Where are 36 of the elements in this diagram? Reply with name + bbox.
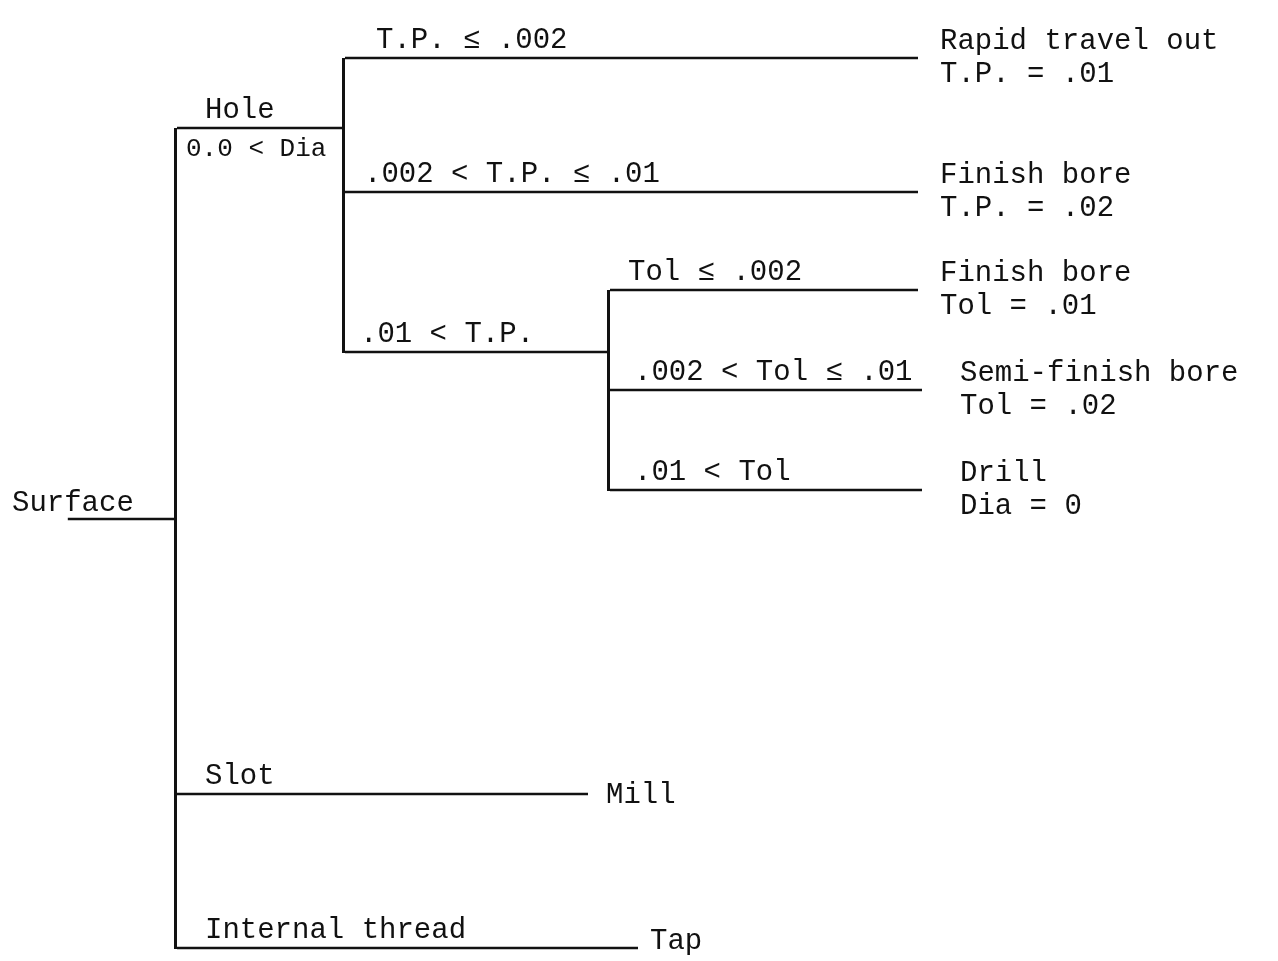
edge-label: .002 < Tol ≤ .01 [634,358,913,388]
branch-line [345,190,918,194]
branch-line [67,517,174,521]
outcome-text: Dia = 0 [960,490,1082,523]
edge-label: .01 < Tol [634,458,791,488]
outcome-text: Rapid travel out [940,25,1219,58]
edge-label: Internal thread [205,916,467,946]
outcome-text: T.P. = .01 [940,58,1116,91]
outcome-text: Finish bore [940,257,1132,290]
outcome-text: Tol = .01 [940,290,1098,323]
outcome-text: T.P. = .02 [940,192,1116,225]
edge-label: .002 < T.P. ≤ .01 [364,160,660,190]
branch-line [177,126,342,130]
branch-bar [607,290,610,491]
branch-line [610,388,922,392]
edge-label: .01 < T.P. [360,320,535,350]
outcome-text: Mill [606,778,676,812]
edge-label: Tol ≤ .002 [628,258,803,288]
edge-label: Slot [205,762,275,792]
outcome-text: Drill [960,457,1048,490]
outcome-text: Finish bore [940,159,1132,192]
outcome-text: Semi-finish bore [960,357,1239,390]
branch-line [610,488,922,492]
branch-line [345,350,607,354]
branch-line [345,56,918,60]
outcome-text: Tol = .02 [960,390,1118,423]
outcome-text: Tap [650,924,703,958]
condition-note: 0.0 < Dia [186,134,327,164]
branch-line [177,792,588,796]
root-label: Surface [12,486,134,520]
branch-line [177,946,638,950]
branch-line [610,288,918,292]
branch-bar [342,58,345,353]
edge-label: T.P. ≤ .002 [376,26,568,56]
edge-label: Hole [205,96,275,126]
branch-bar [174,128,177,949]
